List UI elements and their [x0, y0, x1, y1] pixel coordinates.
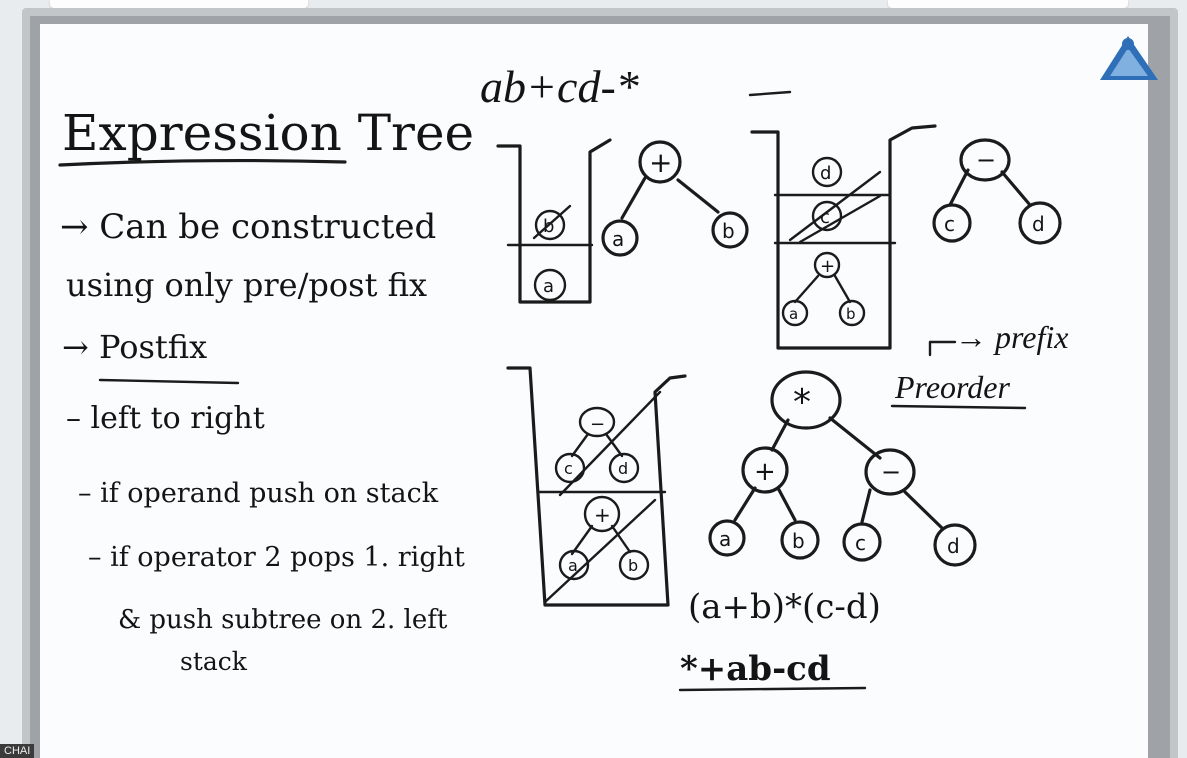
- minus-tree-root-label: −: [976, 146, 996, 174]
- stack-3-outline: [506, 366, 687, 607]
- note-line-1: → Can be constructed: [60, 207, 436, 247]
- plus-tree-right-label: b: [722, 219, 735, 243]
- stack-2-node: [811, 156, 843, 188]
- stack-3-plus-root: [583, 495, 621, 533]
- participant-corner-tag: CHAI: [0, 744, 35, 758]
- university-logo-icon: [1100, 36, 1158, 80]
- note-line-7: & push subtree on 2. left: [118, 605, 448, 635]
- stack-3: − c d + a b: [506, 366, 687, 607]
- stack-2-node: [811, 200, 843, 232]
- stack-3-minus-right-label: d: [618, 459, 628, 478]
- stack-2-subtree-root-label: +: [820, 256, 835, 277]
- minus-tree-right: [1018, 201, 1062, 245]
- stack-3-minus-left: [554, 452, 586, 484]
- stack-2-subtree-right: [838, 299, 866, 327]
- stack-3-plus-left: [558, 549, 590, 581]
- prefix-arrow: [928, 340, 957, 357]
- plus-tree-left: [601, 219, 639, 257]
- note-line-4: – left to right: [66, 401, 265, 436]
- stack-2-item-d: d: [820, 163, 831, 184]
- note-line-2: using only pre/post fix: [66, 266, 427, 304]
- postfix-underline: [98, 378, 240, 385]
- stack-2-subtree-left: [781, 299, 809, 327]
- stack-3-plus-left-label: a: [568, 556, 578, 575]
- stack-2-subtree-right-label: b: [846, 305, 856, 323]
- final-tree-d-label: d: [947, 534, 960, 558]
- stack-2-outline: [750, 124, 937, 350]
- stack-3-plus-edges: [570, 524, 632, 556]
- final-tree-b-label: b: [792, 529, 805, 553]
- plus-tree: + a b: [601, 140, 749, 257]
- final-tree-plus-label: +: [754, 457, 776, 487]
- notes-list: → Can be constructed using only pre/post…: [60, 207, 465, 676]
- preorder-underline: [890, 404, 1027, 410]
- stack-3-minus-left-label: c: [564, 459, 573, 478]
- participant-name-card-right: [888, 0, 1128, 8]
- stack-2-subtree-left-label: a: [789, 305, 798, 323]
- stack-1-node: [534, 209, 566, 241]
- label-preorder: Preorder: [894, 369, 1010, 405]
- prefix-underline: [678, 686, 867, 692]
- note-line-3: → Postfix: [62, 328, 207, 366]
- plus-tree-right: [711, 211, 749, 249]
- infix-expression: (a+b)*(c-d): [688, 587, 881, 627]
- prefix-expression: *+ab-cd: [680, 649, 831, 689]
- plus-tree-root-label: +: [649, 146, 672, 179]
- plus-tree-edges: [620, 176, 720, 220]
- final-tree-d: [933, 523, 977, 567]
- stack-1-node: [533, 268, 567, 302]
- minus-tree-left-label: c: [944, 212, 955, 236]
- stack-3-strikes: [543, 390, 662, 604]
- stack-3-plus-right: [618, 549, 650, 581]
- final-tree-b: [780, 520, 820, 560]
- stack-1-item-bottom: a: [543, 276, 554, 297]
- minus-tree: − c d: [932, 138, 1062, 245]
- stack-2-subtree-root: [813, 251, 841, 279]
- stack-2: d c + a b: [750, 124, 937, 350]
- stack-3-plus-root-label: +: [594, 503, 611, 527]
- final-tree-root: [770, 370, 842, 430]
- final-tree-root-label: *: [793, 382, 811, 423]
- note-line-5: – if operand push on stack: [78, 478, 439, 509]
- minus-tree-root: [959, 138, 1011, 182]
- stack-2-dividers: [773, 193, 897, 245]
- plus-tree-left-label: a: [612, 227, 624, 251]
- stack-3-minus-root: [578, 406, 616, 438]
- note-line-8: stack: [180, 647, 248, 676]
- minus-tree-right-label: d: [1032, 212, 1045, 236]
- stack-1: b a: [496, 138, 612, 304]
- final-tree-plus: [741, 446, 789, 494]
- title-underline: [58, 158, 347, 167]
- stack-3-minus-edges: [570, 432, 624, 458]
- minus-tree-left: [932, 203, 972, 243]
- stack-3-plus-right-label: b: [628, 556, 638, 575]
- participant-name-card-left: [50, 0, 308, 8]
- final-tree-minus-label: −: [881, 458, 901, 486]
- final-tree-a: [708, 519, 746, 557]
- stack-1-outline: [496, 138, 612, 304]
- postfix-input: ab+cd-*: [480, 61, 639, 112]
- label-prefix: → prefix: [955, 319, 1068, 355]
- final-tree-a-label: a: [719, 527, 731, 551]
- postfix-input-dash: [748, 90, 792, 97]
- final-tree-c-label: c: [855, 531, 866, 555]
- final-tree-c: [842, 522, 882, 562]
- stack-3-minus-root-label: −: [590, 414, 605, 435]
- final-tree: * + − a b c d: [708, 370, 977, 567]
- minus-tree-edges: [948, 168, 1032, 207]
- whiteboard-surface: [40, 24, 1148, 758]
- note-line-6: – if operator 2 pops 1. right: [88, 542, 465, 573]
- final-tree-minus: [864, 448, 916, 496]
- final-tree-edges: [733, 416, 944, 530]
- stack-1-strike: [532, 204, 572, 240]
- board-title: Expression Tree: [62, 104, 474, 162]
- stack-2-item-c: c: [820, 207, 830, 228]
- stack-2-subtree-edges: [793, 274, 852, 304]
- plus-tree-root: [638, 140, 682, 184]
- stack-3-minus-right: [608, 452, 640, 484]
